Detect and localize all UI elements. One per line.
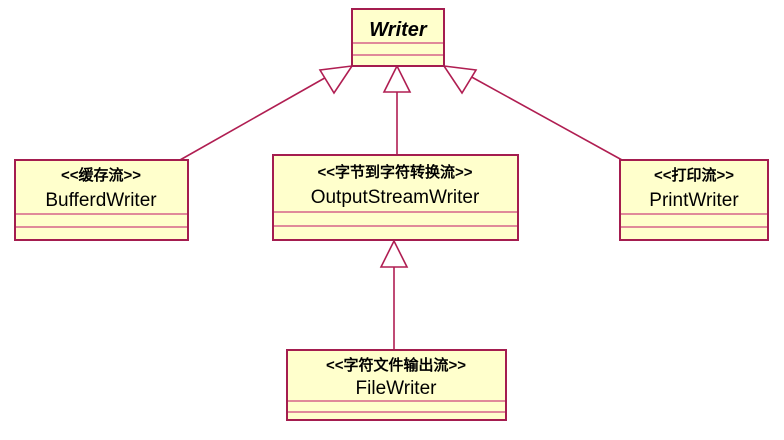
generalization-line bbox=[179, 74, 331, 161]
class-name-writer: Writer bbox=[369, 19, 428, 41]
class-box-filewriter[interactable]: <<字符文件输出流>> FileWriter bbox=[286, 349, 507, 421]
class-name-bufferdwriter: BufferdWriter bbox=[45, 190, 157, 211]
class-stereotype-bufferdwriter: <<缓存流>> bbox=[61, 166, 141, 184]
class-name-outputstreamwriter: OutputStreamWriter bbox=[311, 187, 480, 208]
class-stereotype-outputstreamwriter: <<字节到字符转换流>> bbox=[317, 163, 472, 181]
inheritance-arrowhead bbox=[442, 64, 478, 95]
class-box-bufferdwriter[interactable]: <<缓存流>> BufferdWriter bbox=[14, 159, 189, 241]
class-box-outputstreamwriter[interactable]: <<字节到字符转换流>> OutputStreamWriter bbox=[272, 154, 519, 241]
class-name-filewriter: FileWriter bbox=[356, 378, 438, 399]
class-box-writer[interactable]: Writer bbox=[351, 8, 445, 67]
class-stereotype-printwriter: <<打印流>> bbox=[654, 166, 734, 184]
generalization-filewriter-outputstreamwriter[interactable] bbox=[379, 239, 409, 350]
class-name-printwriter: PrintWriter bbox=[649, 190, 739, 211]
inheritance-arrowhead bbox=[379, 239, 409, 268]
generalization-bufferdwriter-writer[interactable] bbox=[179, 64, 354, 161]
inheritance-arrowhead bbox=[382, 64, 412, 93]
generalization-outputstreamwriter-writer[interactable] bbox=[382, 64, 412, 155]
class-box-printwriter[interactable]: <<打印流>> PrintWriter bbox=[619, 159, 769, 241]
class-box-outline bbox=[286, 349, 507, 421]
class-box-outline bbox=[351, 8, 445, 67]
generalization-line bbox=[467, 74, 623, 161]
class-stereotype-filewriter: <<字符文件输出流>> bbox=[326, 356, 466, 374]
generalization-printwriter-writer[interactable] bbox=[442, 64, 623, 161]
inheritance-arrowhead bbox=[318, 64, 354, 95]
